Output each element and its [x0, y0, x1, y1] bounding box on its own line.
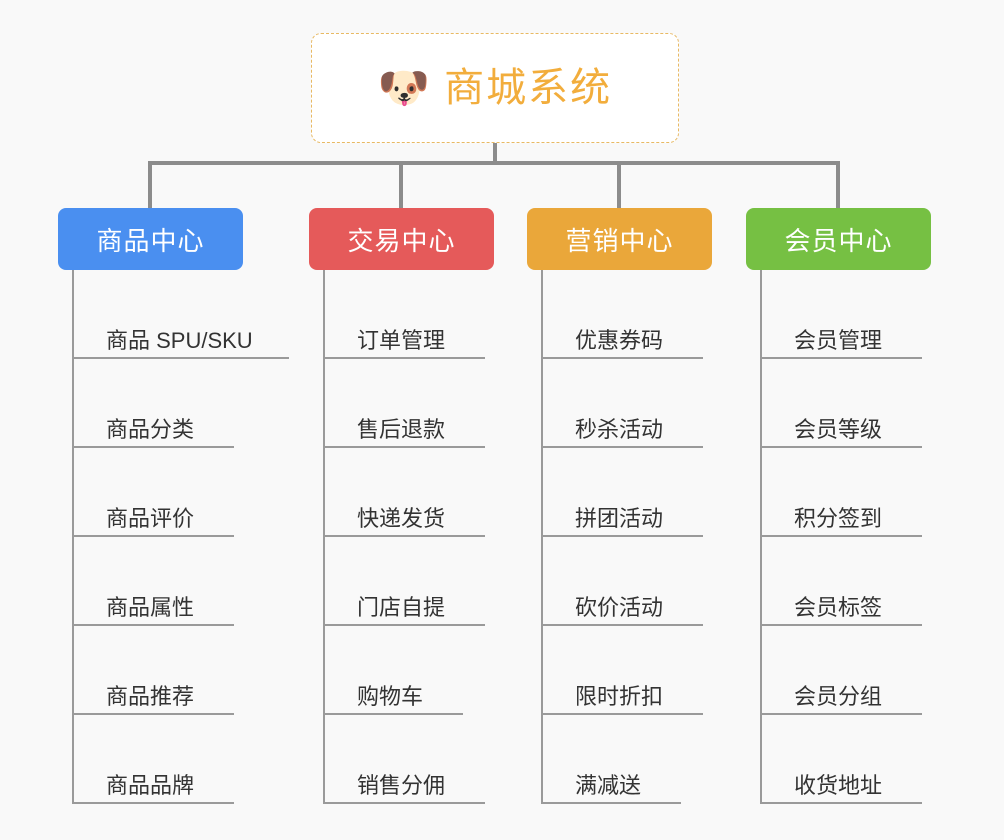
leaf-item[interactable]: 会员标签: [762, 537, 931, 626]
category-box-product-center[interactable]: 商品中心: [58, 208, 243, 270]
leaf-item-label: 收货地址: [794, 773, 883, 798]
leaf-item-label: 砍价活动: [575, 595, 664, 620]
leaf-item-label: 满减送: [575, 773, 642, 798]
leaf-item[interactable]: 会员等级: [762, 359, 931, 448]
leaf-item-label: 门店自提: [357, 595, 446, 620]
leaf-underline: [325, 802, 485, 804]
leaf-item[interactable]: 商品 SPU/SKU: [74, 270, 289, 359]
connector-stem: [493, 143, 497, 165]
leaf-underline: [74, 446, 234, 448]
branch-column-trade-center: 交易中心订单管理售后退款快递发货门店自提购物车销售分佣: [309, 208, 494, 804]
leaf-list-product-center: 商品 SPU/SKU 商品分类商品评价商品属性商品推荐商品品牌: [72, 270, 289, 804]
leaf-underline: [325, 713, 463, 715]
leaf-item[interactable]: 满减送: [543, 715, 712, 804]
leaf-item[interactable]: 砍价活动: [543, 537, 712, 626]
category-label: 交易中心: [347, 225, 456, 256]
leaf-underline: [74, 713, 234, 715]
leaf-underline: [543, 713, 703, 715]
leaf-item[interactable]: 会员分组: [762, 626, 931, 715]
leaf-underline: [762, 624, 922, 626]
category-box-trade-center[interactable]: 交易中心: [309, 208, 494, 270]
leaf-item[interactable]: 拼团活动: [543, 448, 712, 537]
leaf-item[interactable]: 商品属性: [74, 537, 243, 626]
leaf-underline: [762, 535, 922, 537]
leaf-underline: [543, 446, 703, 448]
leaf-item[interactable]: 收货地址: [762, 715, 931, 804]
leaf-underline: [543, 802, 681, 804]
leaf-item[interactable]: 商品品牌: [74, 715, 243, 804]
leaf-item-label: 商品 SPU/SKU: [106, 328, 253, 353]
root-node-title: 商城系统: [444, 66, 613, 110]
leaf-item-label: 快递发货: [357, 506, 446, 531]
category-label: 商品中心: [96, 225, 205, 256]
leaf-item[interactable]: 商品评价: [74, 448, 243, 537]
leaf-underline: [543, 624, 703, 626]
leaf-underline: [762, 357, 922, 359]
leaf-underline: [325, 357, 485, 359]
leaf-item-label: 售后退款: [357, 417, 446, 442]
category-label: 会员中心: [784, 225, 893, 256]
leaf-item-label: 商品推荐: [106, 684, 195, 709]
dog-face-icon: 🐶: [377, 63, 431, 112]
leaf-item-label: 拼团活动: [575, 506, 664, 531]
leaf-item-label: 限时折扣: [575, 684, 664, 709]
leaf-underline: [74, 357, 289, 359]
leaf-underline: [74, 802, 234, 804]
leaf-list-trade-center: 订单管理售后退款快递发货门店自提购物车销售分佣: [323, 270, 494, 804]
category-box-marketing-center[interactable]: 营销中心: [527, 208, 712, 270]
leaf-item-label: 商品属性: [106, 595, 195, 620]
leaf-underline: [762, 802, 922, 804]
leaf-underline: [74, 624, 234, 626]
leaf-list-member-center: 会员管理会员等级积分签到会员标签会员分组收货地址: [760, 270, 931, 804]
branch-column-product-center: 商品中心商品 SPU/SKU 商品分类商品评价商品属性商品推荐商品品牌: [58, 208, 289, 804]
category-label: 营销中心: [565, 225, 674, 256]
leaf-item-label: 商品分类: [106, 417, 195, 442]
leaf-item[interactable]: 秒杀活动: [543, 359, 712, 448]
leaf-item-label: 会员等级: [794, 417, 883, 442]
leaf-item-label: 积分签到: [794, 506, 883, 531]
leaf-item-label: 优惠券码: [575, 328, 664, 353]
leaf-item[interactable]: 积分签到: [762, 448, 931, 537]
leaf-item-label: 商品品牌: [106, 773, 195, 798]
branch-column-member-center: 会员中心会员管理会员等级积分签到会员标签会员分组收货地址: [746, 208, 931, 804]
leaf-item-label: 会员管理: [794, 328, 883, 353]
leaf-item[interactable]: 快递发货: [325, 448, 494, 537]
connector-horizontal-bar: [148, 161, 840, 165]
leaf-item-label: 会员分组: [794, 684, 883, 709]
leaf-item[interactable]: 销售分佣: [325, 715, 494, 804]
leaf-underline: [325, 535, 485, 537]
leaf-item[interactable]: 优惠券码: [543, 270, 712, 359]
leaf-underline: [74, 535, 234, 537]
leaf-item[interactable]: 会员管理: [762, 270, 931, 359]
leaf-item[interactable]: 限时折扣: [543, 626, 712, 715]
leaf-item-label: 购物车: [357, 684, 424, 709]
leaf-item-label: 销售分佣: [357, 773, 446, 798]
leaf-item[interactable]: 门店自提: [325, 537, 494, 626]
leaf-underline: [762, 446, 922, 448]
leaf-list-marketing-center: 优惠券码秒杀活动拼团活动砍价活动限时折扣满减送: [541, 270, 712, 804]
leaf-item[interactable]: 购物车: [325, 626, 494, 715]
connector-drop-member-center: [836, 161, 840, 208]
leaf-underline: [543, 357, 703, 359]
leaf-underline: [325, 624, 485, 626]
connector-drop-product-center: [148, 161, 152, 208]
leaf-item[interactable]: 商品分类: [74, 359, 243, 448]
leaf-item-label: 秒杀活动: [575, 417, 664, 442]
leaf-underline: [325, 446, 485, 448]
leaf-item-label: 商品评价: [106, 506, 195, 531]
leaf-item[interactable]: 订单管理: [325, 270, 494, 359]
leaf-underline: [543, 535, 703, 537]
leaf-underline: [762, 713, 922, 715]
category-box-member-center[interactable]: 会员中心: [746, 208, 931, 270]
branch-column-marketing-center: 营销中心优惠券码秒杀活动拼团活动砍价活动限时折扣满减送: [527, 208, 712, 804]
leaf-item-label: 订单管理: [357, 328, 446, 353]
leaf-item[interactable]: 售后退款: [325, 359, 494, 448]
leaf-item[interactable]: 商品推荐: [74, 626, 243, 715]
root-node-mall-system[interactable]: 🐶 商城系统: [311, 33, 679, 143]
connector-drop-marketing-center: [617, 161, 621, 208]
leaf-item-label: 会员标签: [794, 595, 883, 620]
connector-drop-trade-center: [399, 161, 403, 208]
